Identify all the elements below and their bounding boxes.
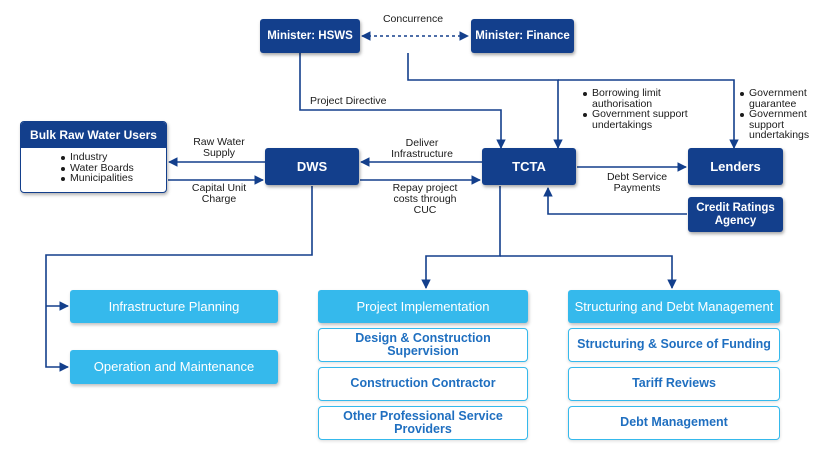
- credit-ratings-box: Credit Ratings Agency: [688, 197, 783, 232]
- finance-tcta-notes: Borrowing limit authorisation Government…: [583, 88, 713, 130]
- finance-to-lenders-link: [558, 79, 739, 149]
- bulk-user-item: Municipalities: [61, 173, 134, 184]
- deliver-infrastructure-label: Deliver Infrastructure: [391, 137, 453, 161]
- infrastructure-planning-box: Infrastructure Planning: [70, 290, 278, 323]
- construction-contractor-box: Construction Contractor: [318, 367, 528, 401]
- tcta-down-link: [421, 186, 501, 289]
- tariff-reviews-box: Tariff Reviews: [568, 367, 780, 401]
- concurrence-label: Concurrence: [382, 13, 444, 25]
- dws-box: DWS: [265, 148, 359, 185]
- debt-management-box: Debt Management: [568, 406, 780, 440]
- bulk-user-item: Water Boards: [61, 162, 134, 174]
- note-govt-support-lenders: Government support undertakings: [740, 109, 828, 141]
- bulk-users-list: Industry Water Boards Municipalities: [61, 152, 134, 184]
- bulk-raw-water-users-box: Bulk Raw Water Users Industry Water Boar…: [20, 121, 167, 193]
- debt-service-label: Debt Service Payments: [606, 171, 668, 195]
- note-borrowing-limit: Borrowing limit authorisation: [583, 88, 713, 109]
- finance-lenders-notes: Government guarantee Government support …: [740, 88, 828, 141]
- operation-maintenance-box: Operation and Maintenance: [70, 350, 278, 384]
- structuring-funding-box: Structuring & Source of Funding: [568, 328, 780, 362]
- bulk-user-item: Industry: [61, 152, 134, 163]
- tcta-to-debt-link: [500, 255, 677, 289]
- minister-finance-box: Minister: Finance: [471, 19, 574, 53]
- tcta-box: TCTA: [482, 148, 576, 185]
- design-construction-supervision-box: Design & Construction Supervision: [318, 328, 528, 362]
- structuring-debt-header: Structuring and Debt Management: [568, 290, 780, 323]
- note-govt-guarantee: Government guarantee: [740, 88, 828, 109]
- credit-ratings-link: [543, 187, 687, 215]
- capital-unit-charge-label: Capital Unit Charge: [191, 182, 247, 206]
- project-directive-link: [299, 53, 506, 149]
- other-service-providers-box: Other Professional Service Providers: [318, 406, 528, 440]
- raw-water-supply-label: Raw Water Supply: [193, 136, 245, 160]
- dws-down-link: [45, 186, 313, 372]
- repay-label: Repay project costs through CUC: [392, 182, 458, 217]
- project-implementation-header: Project Implementation: [318, 290, 528, 323]
- bulk-users-title: Bulk Raw Water Users: [21, 122, 166, 148]
- minister-hsws-box: Minister: HSWS: [260, 19, 360, 53]
- lenders-box: Lenders: [688, 148, 783, 185]
- project-directive-label: Project Directive: [310, 95, 387, 107]
- note-govt-support: Government support undertakings: [583, 109, 713, 130]
- finance-to-tcta-link: [407, 53, 563, 149]
